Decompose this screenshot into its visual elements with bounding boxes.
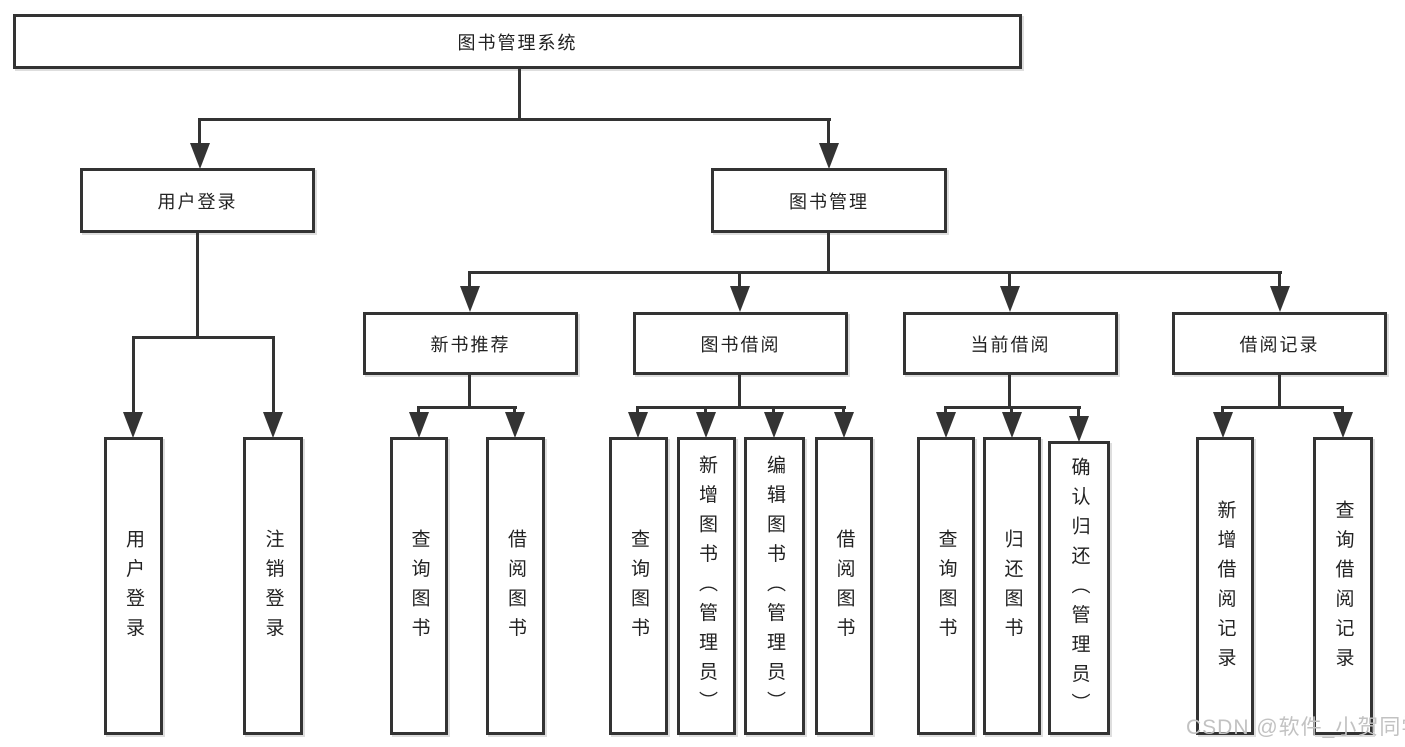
- node-leaf-borrowing-borrow-books: 借阅图书: [815, 437, 873, 735]
- node-book-management: 图书管理: [711, 168, 947, 233]
- node-leaf-user-login: 用户登录: [104, 437, 163, 735]
- arrow-down-icon: [696, 412, 716, 438]
- connector-user-login-rail: [132, 336, 275, 339]
- connector-drop: [636, 406, 639, 414]
- connector-drop: [1278, 271, 1281, 289]
- connector-records-rail: [1221, 406, 1344, 409]
- arrow-down-icon: [819, 143, 839, 169]
- connector-drop: [1341, 406, 1344, 414]
- arrow-down-icon: [1000, 286, 1020, 312]
- arrow-down-icon: [409, 412, 429, 438]
- connector-drop: [1010, 406, 1013, 414]
- arrow-down-icon: [764, 412, 784, 438]
- connector-drop: [842, 406, 845, 414]
- connector-drop: [944, 406, 947, 414]
- connector-drop: [1221, 406, 1224, 414]
- connector-drop: [1077, 406, 1080, 416]
- node-borrow-records: 借阅记录: [1172, 312, 1387, 375]
- connector-drop: [772, 406, 775, 414]
- connector-records-stem: [1278, 375, 1281, 408]
- connector-drop: [417, 406, 420, 414]
- arrow-down-icon: [505, 412, 525, 438]
- arrow-down-icon: [263, 412, 283, 438]
- node-new-book-recommend: 新书推荐: [363, 312, 578, 375]
- node-leaf-borrowing-add-books: 新增图书（管理员）: [677, 437, 736, 735]
- arrow-down-icon: [834, 412, 854, 438]
- connector-recommend-stem: [468, 375, 471, 408]
- connector-drop: [513, 406, 516, 414]
- node-book-borrow: 图书借阅: [633, 312, 848, 375]
- connector-drop: [827, 118, 830, 146]
- node-leaf-borrowing-query-books: 查询图书: [609, 437, 668, 735]
- node-root: 图书管理系统: [13, 14, 1022, 69]
- node-leaf-logout: 注销登录: [243, 437, 303, 735]
- node-leaf-records-query-record: 查询借阅记录: [1313, 437, 1373, 735]
- arrow-down-icon: [628, 412, 648, 438]
- node-leaf-current-confirm-return: 确认归还（管理员）: [1048, 441, 1110, 735]
- arrow-down-icon: [123, 412, 143, 438]
- node-leaf-records-add-record: 新增借阅记录: [1196, 437, 1254, 735]
- node-leaf-current-query-books: 查询图书: [917, 437, 975, 735]
- arrow-down-icon: [460, 286, 480, 312]
- connector-borrowing-stem: [738, 375, 741, 408]
- arrow-down-icon: [936, 412, 956, 438]
- node-leaf-current-return-books: 归还图书: [983, 437, 1041, 735]
- connector-root-stem: [518, 69, 521, 118]
- arrow-down-icon: [1069, 416, 1089, 442]
- node-leaf-recommend-borrow-books: 借阅图书: [486, 437, 545, 735]
- connector-book-mgmt-rail: [468, 271, 1282, 274]
- connector-drop: [738, 271, 741, 289]
- connector-drop: [468, 271, 471, 289]
- connector-recommend-rail: [417, 406, 517, 409]
- node-user-login: 用户登录: [80, 168, 315, 233]
- arrow-down-icon: [190, 143, 210, 169]
- connector-drop: [272, 336, 275, 414]
- arrow-down-icon: [1333, 412, 1353, 438]
- arrow-down-icon: [1002, 412, 1022, 438]
- connector-drop: [704, 406, 707, 414]
- connector-drop: [132, 336, 135, 414]
- connector-drop: [1008, 271, 1011, 289]
- node-leaf-recommend-query-books: 查询图书: [390, 437, 448, 735]
- connector-borrowing-rail: [636, 406, 846, 409]
- connector-drop: [198, 118, 201, 146]
- arrow-down-icon: [1213, 412, 1233, 438]
- node-current-borrow: 当前借阅: [903, 312, 1118, 375]
- node-leaf-borrowing-edit-books: 编辑图书（管理员）: [744, 437, 805, 735]
- arrow-down-icon: [1270, 286, 1290, 312]
- csdn-watermark: CSDN @软件_小贺同学: [1186, 716, 1405, 739]
- arrow-down-icon: [730, 286, 750, 312]
- connector-user-login-stem: [196, 233, 199, 336]
- connector-book-mgmt-stem: [827, 233, 830, 273]
- connector-current-stem: [1008, 375, 1011, 408]
- connector-root-rail: [198, 118, 831, 121]
